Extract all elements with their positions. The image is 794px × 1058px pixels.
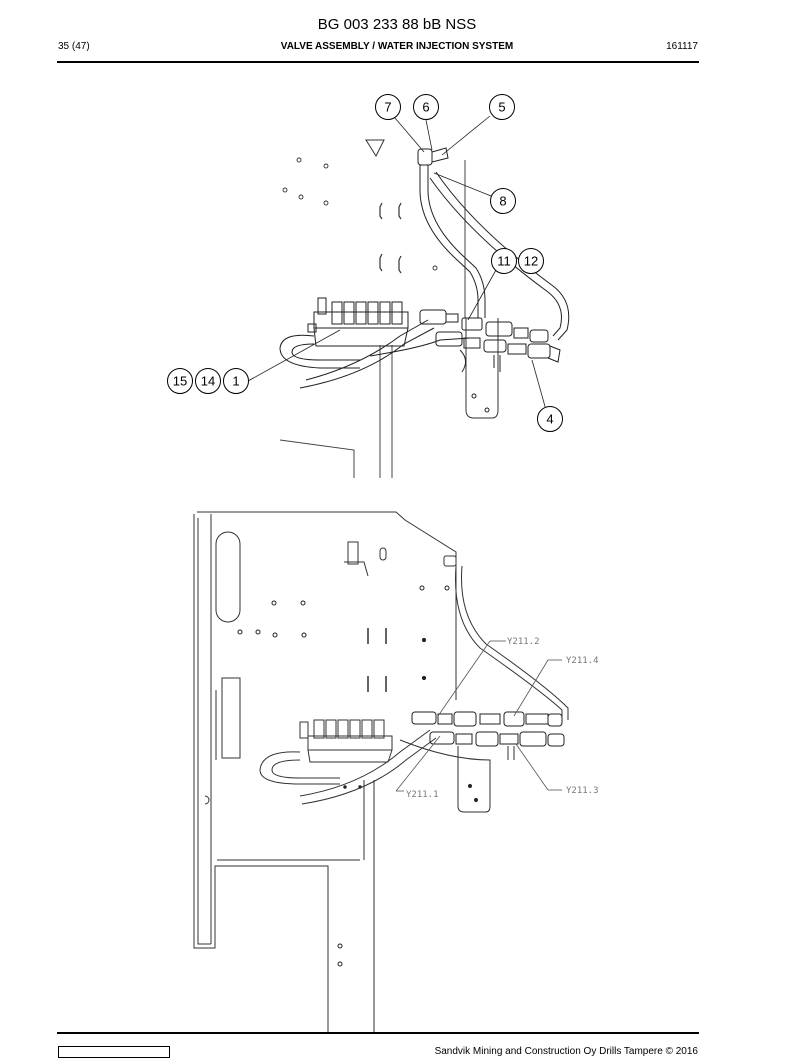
callout-circle xyxy=(537,406,563,432)
callout-circle xyxy=(167,368,193,394)
callout-circle xyxy=(491,248,517,274)
callout-group xyxy=(167,94,563,432)
callout-circle xyxy=(490,188,516,214)
section-title: VALVE ASSEMBLY / WATER INJECTION SYSTEM xyxy=(280,41,514,52)
callout-circle xyxy=(413,94,439,120)
signal-label-y211-2: Y211.2 xyxy=(507,637,540,647)
document-title: BG 003 233 88 bB NSS xyxy=(317,16,477,33)
company-logo xyxy=(58,1046,170,1058)
callout-15: 15 xyxy=(173,374,187,389)
callout-circle xyxy=(375,94,401,120)
callout-circle xyxy=(223,368,249,394)
copyright-text: Sandvik Mining and Construction Oy Drill… xyxy=(434,1046,698,1057)
header-rule xyxy=(57,61,699,63)
callout-circle xyxy=(195,368,221,394)
signal-label-y211-3: Y211.3 xyxy=(566,786,599,796)
lower-view xyxy=(193,511,569,1032)
document-date: 161117 xyxy=(666,41,698,52)
callout-14: 14 xyxy=(201,374,215,389)
callout-circle xyxy=(518,248,544,274)
callout-11: 11 xyxy=(497,254,511,269)
upper-view xyxy=(247,115,570,478)
callout-circle xyxy=(489,94,515,120)
callout-4: 4 xyxy=(546,412,553,427)
callout-1: 1 xyxy=(232,374,239,389)
callout-6: 6 xyxy=(422,100,429,115)
callout-7: 7 xyxy=(384,100,391,115)
signal-label-y211-4: Y211.4 xyxy=(566,656,599,666)
footer-rule xyxy=(57,1032,699,1034)
callout-5: 5 xyxy=(498,100,505,115)
callout-12: 12 xyxy=(524,254,538,269)
page-number: 35 (47) xyxy=(58,41,90,52)
callout-8: 8 xyxy=(499,194,506,209)
signal-label-y211-1: Y211.1 xyxy=(406,790,439,800)
